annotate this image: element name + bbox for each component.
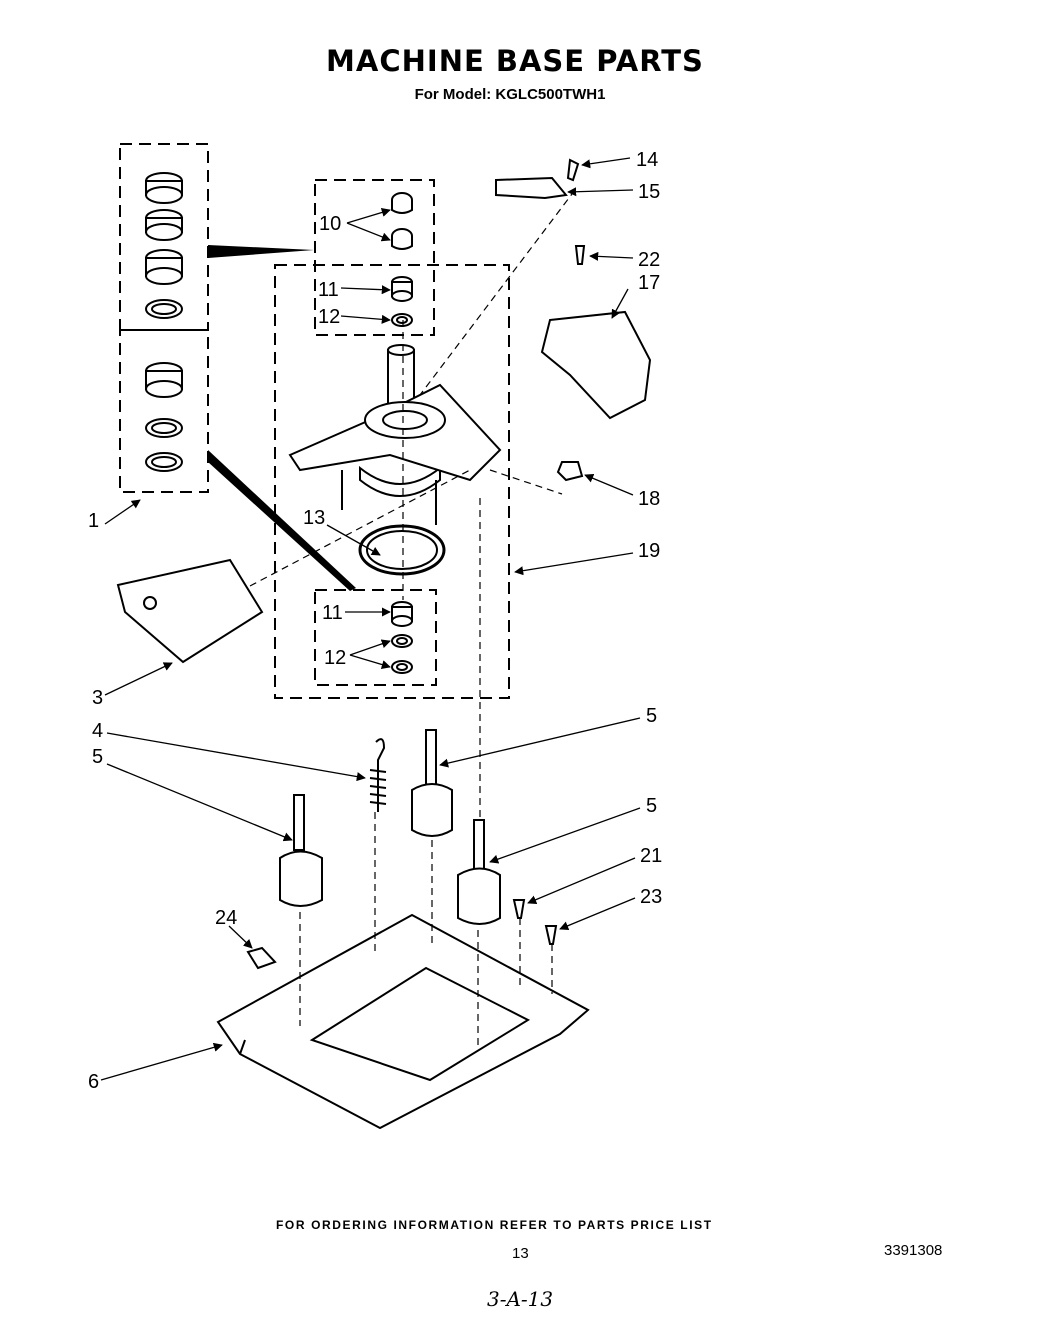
screw-21 xyxy=(512,899,526,919)
callout-4: 4 xyxy=(92,720,103,742)
shield-3 xyxy=(116,558,264,664)
clip-15 xyxy=(495,176,568,200)
callout-3: 3 xyxy=(92,687,103,709)
drive-belt-13 xyxy=(358,524,446,576)
kit-pointer-upper xyxy=(208,245,314,258)
callout-18: 18 xyxy=(638,488,660,510)
callout-23: 23 xyxy=(640,886,662,908)
page-number: 13 xyxy=(512,1245,529,1262)
callout-10: 10 xyxy=(319,213,341,235)
gearcase-assembly xyxy=(288,344,502,525)
page-title: MACHINE BASE PARTS xyxy=(326,44,704,78)
callout-17: 17 xyxy=(638,272,660,294)
screw-23 xyxy=(544,925,558,945)
callout-6: 6 xyxy=(88,1071,99,1093)
handwritten-code: 3-A-13 xyxy=(487,1287,554,1311)
bearing-box-top xyxy=(314,179,435,336)
kit-pointer-lower xyxy=(208,450,356,591)
clip-24 xyxy=(246,946,277,970)
callout-12-top: 12 xyxy=(318,306,340,328)
kit-box-lower xyxy=(119,329,209,493)
callout-11-top: 11 xyxy=(318,279,339,301)
callout-5-left: 5 xyxy=(92,746,103,768)
callout-24: 24 xyxy=(215,907,237,929)
ordering-info-note: FOR ORDERING INFORMATION REFER TO PARTS … xyxy=(276,1218,713,1232)
callout-19: 19 xyxy=(638,540,660,562)
callout-13: 13 xyxy=(303,507,325,529)
callout-15: 15 xyxy=(638,181,660,203)
kit-parts xyxy=(145,172,183,472)
document-number: 3391308 xyxy=(884,1242,943,1259)
assembly-box xyxy=(274,264,510,699)
kit-box-upper xyxy=(119,143,209,331)
nut-18 xyxy=(556,461,584,482)
callout-14: 14 xyxy=(636,149,658,171)
callout-5-upper: 5 xyxy=(646,705,657,727)
bearing-box-bottom xyxy=(314,589,437,686)
spring-4 xyxy=(375,738,386,812)
callout-11-bottom: 11 xyxy=(322,602,343,624)
screw-14 xyxy=(566,158,580,182)
callout-22: 22 xyxy=(638,249,660,271)
base-6 xyxy=(216,913,590,1130)
screw-22 xyxy=(574,245,586,265)
bearing-parts xyxy=(391,192,413,674)
callout-21: 21 xyxy=(640,845,662,867)
callout-12-bottom: 12 xyxy=(324,647,346,669)
callout-1: 1 xyxy=(88,510,99,532)
model-subtitle: For Model: KGLC500TWH1 xyxy=(414,86,606,103)
callout-5-lower: 5 xyxy=(646,795,657,817)
cover-17 xyxy=(540,310,652,420)
suspension-legs xyxy=(279,729,501,925)
